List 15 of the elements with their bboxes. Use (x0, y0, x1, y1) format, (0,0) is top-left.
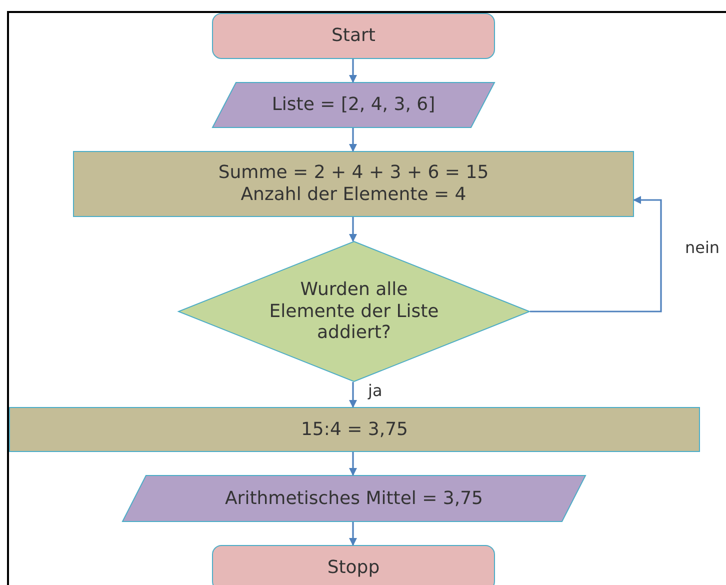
arrow (349, 128, 357, 152)
node-text: Arithmetisches Mittel = 3,75 (224, 488, 484, 510)
arrow (349, 217, 357, 242)
arrow (349, 59, 357, 83)
node-text: Summe = 2 + 4 + 3 + 6 = 15 (218, 162, 489, 184)
arrow (349, 382, 357, 408)
arrow (349, 452, 357, 476)
node-text: Stopp (327, 557, 380, 579)
node-text: Wurden alle Elemente der Liste addiert? (269, 279, 439, 344)
node-text: Anzahl der Elemente = 4 (240, 184, 466, 206)
node-text: Start (332, 25, 376, 47)
node-text: Liste = [2, 4, 3, 6] (272, 94, 436, 116)
arrow (530, 196, 662, 312)
arrow (349, 522, 357, 546)
node-text: 15:4 = 3,75 (300, 418, 408, 440)
